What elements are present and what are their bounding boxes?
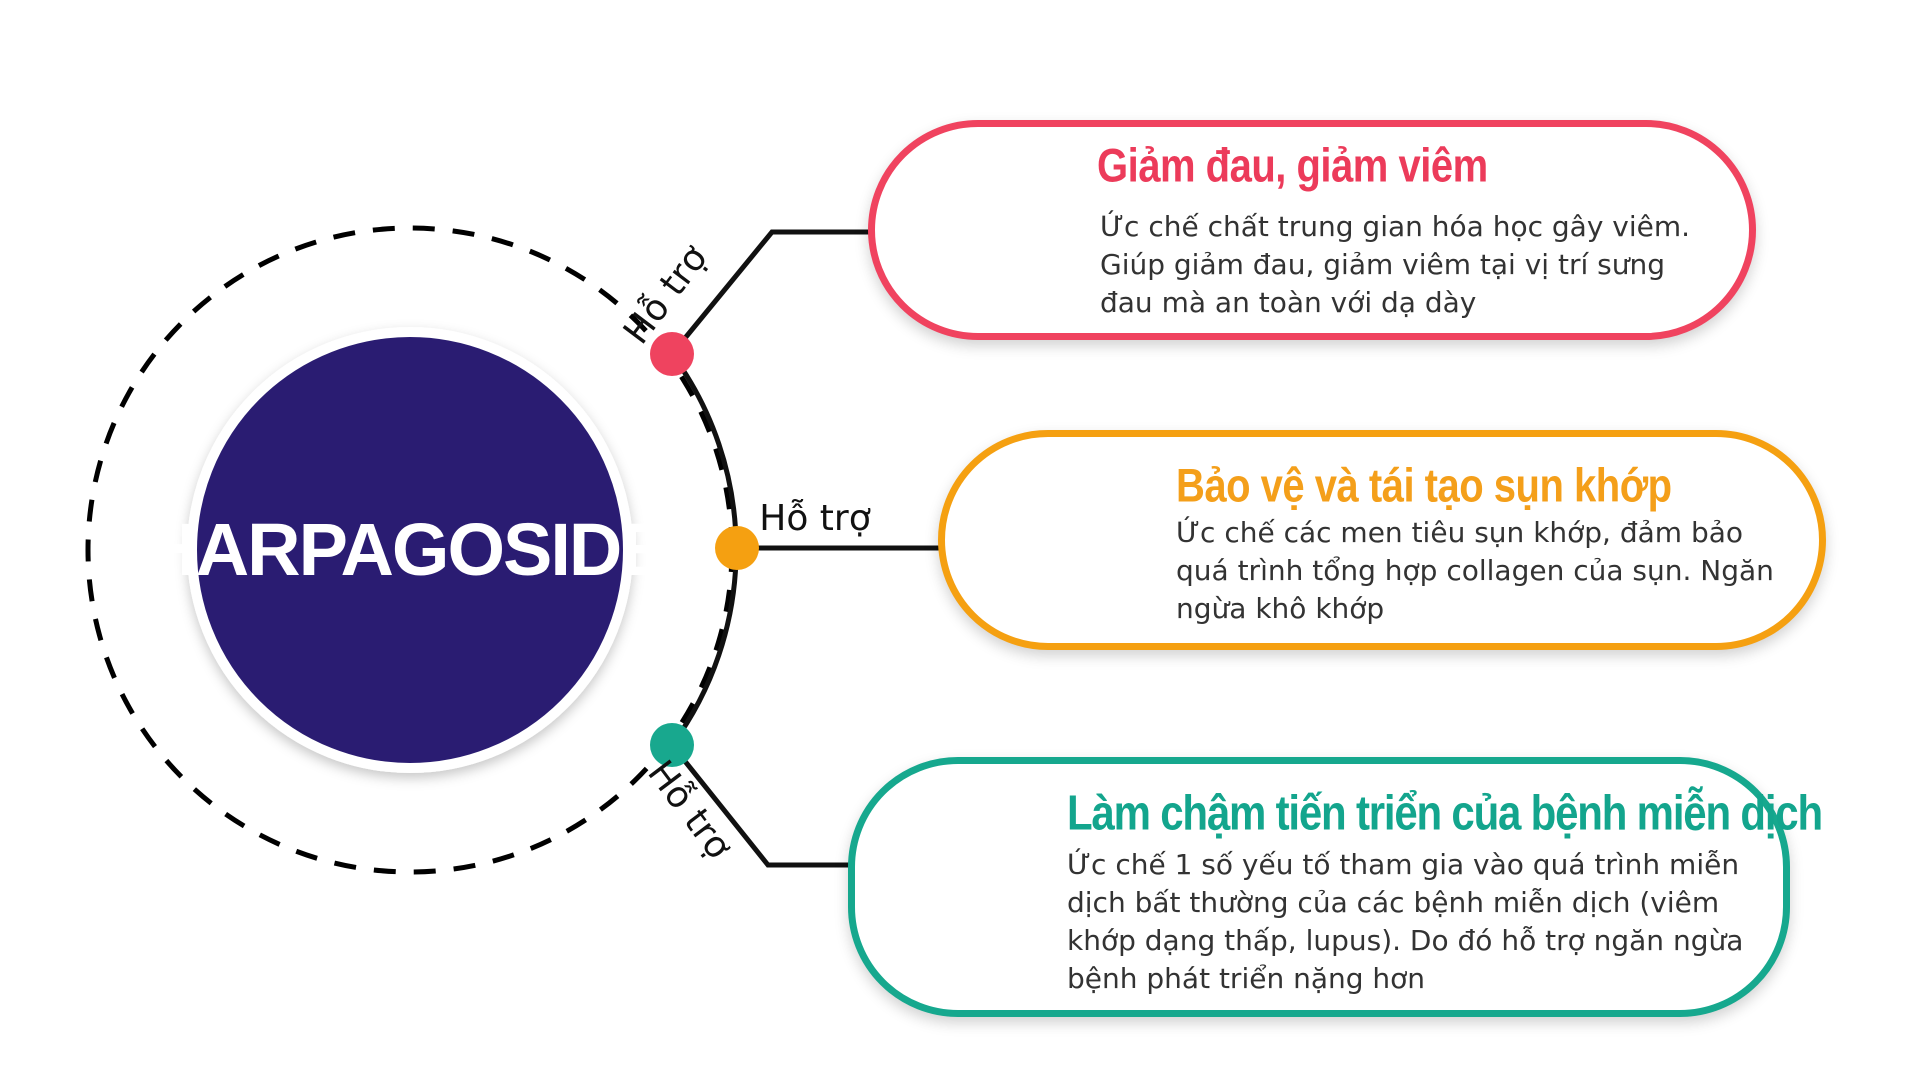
benefit-title-3: Làm chậm tiến triển của bệnh miễn dịch [1067,784,1823,841]
center-circle [187,327,633,773]
support-label-2: Hỗ trợ [759,498,870,539]
connector-dot-1 [650,332,694,376]
benefit-description-1: Ức chế chất trung gian hóa học gây viêm.… [1100,210,1691,319]
connector-line-3 [670,743,850,868]
benefit-card-1 [868,120,1756,340]
center-label: HARPAGOSIDE [144,508,667,591]
benefit-title-2: Bảo vệ và tái tạo sụn khớp [1176,460,1672,512]
benefit-card-2 [938,430,1826,650]
connector-dot-2 [715,526,759,570]
benefit-description-2: Ức chế các men tiêu sụn khớp, đảm bảo qu… [1176,516,1774,625]
benefit-card-3 [848,757,1790,1017]
connector-dot-3 [650,723,694,767]
benefit-description-3: Ức chế 1 số yếu tố tham gia vào quá trìn… [1067,848,1744,995]
connector-line-1 [670,229,870,356]
benefit-title-1: Giảm đau, giảm viêm [1097,140,1488,192]
